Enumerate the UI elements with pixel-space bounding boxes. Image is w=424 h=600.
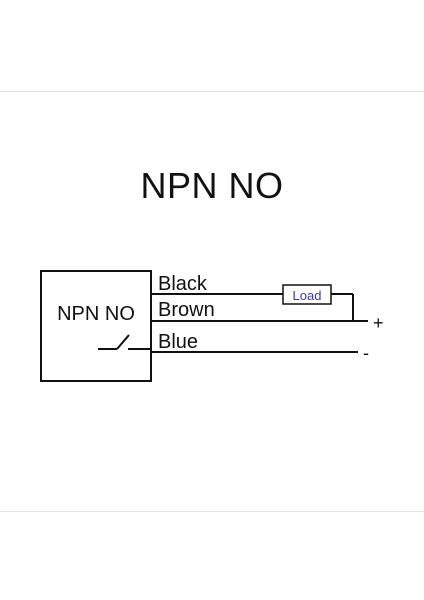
- switch-symbol: [98, 334, 151, 350]
- diagram-title: NPN NO: [140, 165, 284, 206]
- load-label: Load: [293, 288, 322, 303]
- brown-wire-label: Brown: [158, 299, 215, 321]
- black-wire-label: Black: [158, 273, 208, 295]
- sensor-box-label: NPN NO: [57, 303, 135, 325]
- blue-wire-label: Blue: [158, 331, 198, 353]
- sensor-box: [40, 270, 152, 382]
- positive-terminal: +: [373, 313, 384, 333]
- negative-terminal: -: [363, 343, 369, 363]
